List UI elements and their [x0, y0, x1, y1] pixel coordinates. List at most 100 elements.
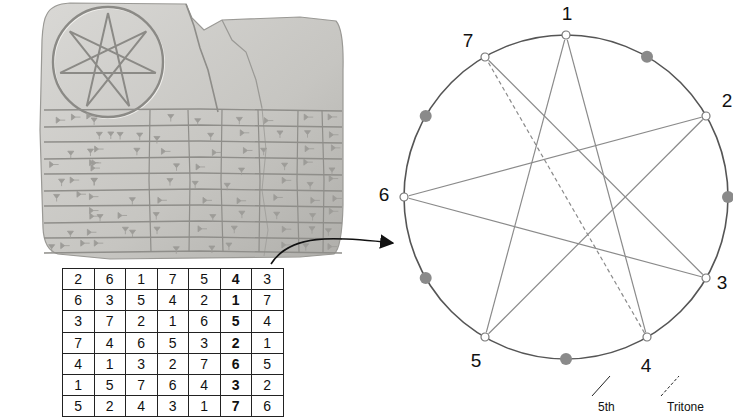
- cuneiform-wedge: [274, 194, 283, 200]
- cuneiform-wedge: [90, 213, 99, 219]
- table-cell: 4: [95, 333, 127, 354]
- scale-degree-point: 6: [399, 192, 409, 202]
- cuneiform-wedge: [68, 151, 74, 158]
- tablet-crack: [262, 108, 268, 256]
- fifth-line: [489, 60, 703, 274]
- cuneiform-wedge: [92, 160, 101, 166]
- cuneiform-wedge: [240, 130, 249, 136]
- cuneiform-wedge: [329, 132, 338, 138]
- tablet-ruling: [258, 110, 260, 252]
- cuneiform-wedge: [328, 244, 337, 250]
- cuneiform-wedge: [226, 243, 232, 250]
- tablet-ruling: [44, 109, 342, 111]
- engraved-heptagram: [60, 13, 156, 106]
- pointer-arrow: [271, 239, 393, 264]
- cuneiform-wedge: [309, 227, 315, 234]
- cuneiform-wedge: [274, 212, 280, 219]
- table-cell: 2: [126, 311, 158, 332]
- table-cell: 2: [95, 396, 127, 417]
- point-marker: [701, 111, 711, 121]
- tablet-rulings: [44, 109, 342, 253]
- cuneiform-wedge: [329, 176, 338, 182]
- table-cell: 4: [221, 269, 253, 290]
- dashed-line-sample: [661, 376, 679, 396]
- cuneiform-wedge: [239, 168, 245, 175]
- table-cell: 4: [252, 311, 284, 332]
- cuneiform-wedge: [196, 164, 205, 170]
- cuneiform-wedge: [61, 243, 70, 249]
- cuneiform-wedge: [130, 230, 136, 237]
- point-circle: [400, 193, 408, 201]
- point-marker: [561, 30, 571, 40]
- point-marker: [701, 273, 711, 283]
- tablet-crack: [186, 4, 218, 112]
- table-cell: 5: [126, 290, 158, 311]
- table-cell: 1: [63, 375, 95, 396]
- cuneiform-wedge: [91, 178, 97, 185]
- solid-line-sample: [592, 376, 610, 396]
- cuneiform-wedge: [325, 229, 331, 236]
- point-marker: [399, 192, 409, 202]
- table-cell: 2: [189, 290, 221, 311]
- cuneiform-wedge: [329, 208, 338, 214]
- chromatic-dot: [722, 191, 733, 203]
- tablet-ruling: [221, 110, 223, 252]
- cuneiform-wedge: [87, 149, 93, 156]
- cuneiform-wedge: [87, 229, 96, 235]
- tablet-ruling: [297, 110, 299, 252]
- scale-degree-point: 2: [701, 111, 711, 121]
- cuneiform-wedge: [134, 148, 140, 155]
- table-cell: 1: [126, 269, 158, 290]
- table-cell: 2: [63, 269, 95, 290]
- cuneiform-wedge: [118, 212, 127, 218]
- cuneiform-wedge: [212, 149, 221, 155]
- table-cell: 2: [252, 375, 284, 396]
- cuneiform-wedge: [282, 177, 291, 183]
- tritone-line: [488, 61, 645, 333]
- cuneiform-wedge: [158, 197, 167, 203]
- cuneiform-wedge: [49, 245, 55, 252]
- table-cell: 6: [189, 311, 221, 332]
- engraved-heptagram: [60, 13, 156, 106]
- cuneiform-wedge: [307, 182, 313, 189]
- cuneiform-wedge: [231, 226, 237, 233]
- cuneiform-wedge: [154, 227, 160, 234]
- table-cell: 4: [158, 290, 190, 311]
- table-cell: 3: [252, 269, 284, 290]
- cuneiform-wedge: [117, 132, 123, 139]
- cuneiform-wedge: [203, 197, 212, 203]
- cuneiform-wedge: [303, 244, 309, 251]
- tablet-ruling: [188, 110, 190, 252]
- table-cell: 6: [158, 375, 190, 396]
- engraved-circle-highlight: [54, 8, 164, 118]
- point-circle: [702, 112, 710, 120]
- scale-degree-point: 3: [701, 273, 711, 283]
- cuneiform-wedge: [90, 208, 99, 214]
- cuneiform-wedge: [264, 118, 273, 124]
- point-marker: [480, 52, 490, 62]
- cuneiform-wedge: [237, 198, 246, 204]
- fifth-line: [489, 120, 703, 334]
- cuneiform-wedge: [153, 213, 159, 220]
- cuneiform-wedge: [198, 226, 207, 232]
- table-cell: 7: [252, 290, 284, 311]
- tablet-ruling: [44, 221, 342, 223]
- cuneiform-wedge: [239, 211, 245, 218]
- degree-number: 7: [463, 31, 474, 50]
- cuneiform-wedge: [108, 132, 114, 139]
- scale-degree-point: 5: [480, 332, 490, 342]
- table-cell: 5: [189, 269, 221, 290]
- point-circle: [702, 274, 710, 282]
- scale-degree-point: 7: [480, 52, 490, 62]
- cuneiform-wedge: [50, 162, 59, 168]
- table-cell: 1: [95, 354, 127, 375]
- table-cell: 3: [189, 333, 221, 354]
- cuneiform-wedge: [54, 194, 60, 201]
- cuneiform-wedge: [97, 215, 103, 222]
- degree-number: 2: [722, 91, 733, 110]
- cuneiform-wedge: [91, 118, 97, 125]
- cuneiform-wedge: [305, 131, 311, 138]
- table-cell: 3: [63, 311, 95, 332]
- fifth-line: [486, 40, 564, 333]
- fifth-line: [409, 117, 702, 195]
